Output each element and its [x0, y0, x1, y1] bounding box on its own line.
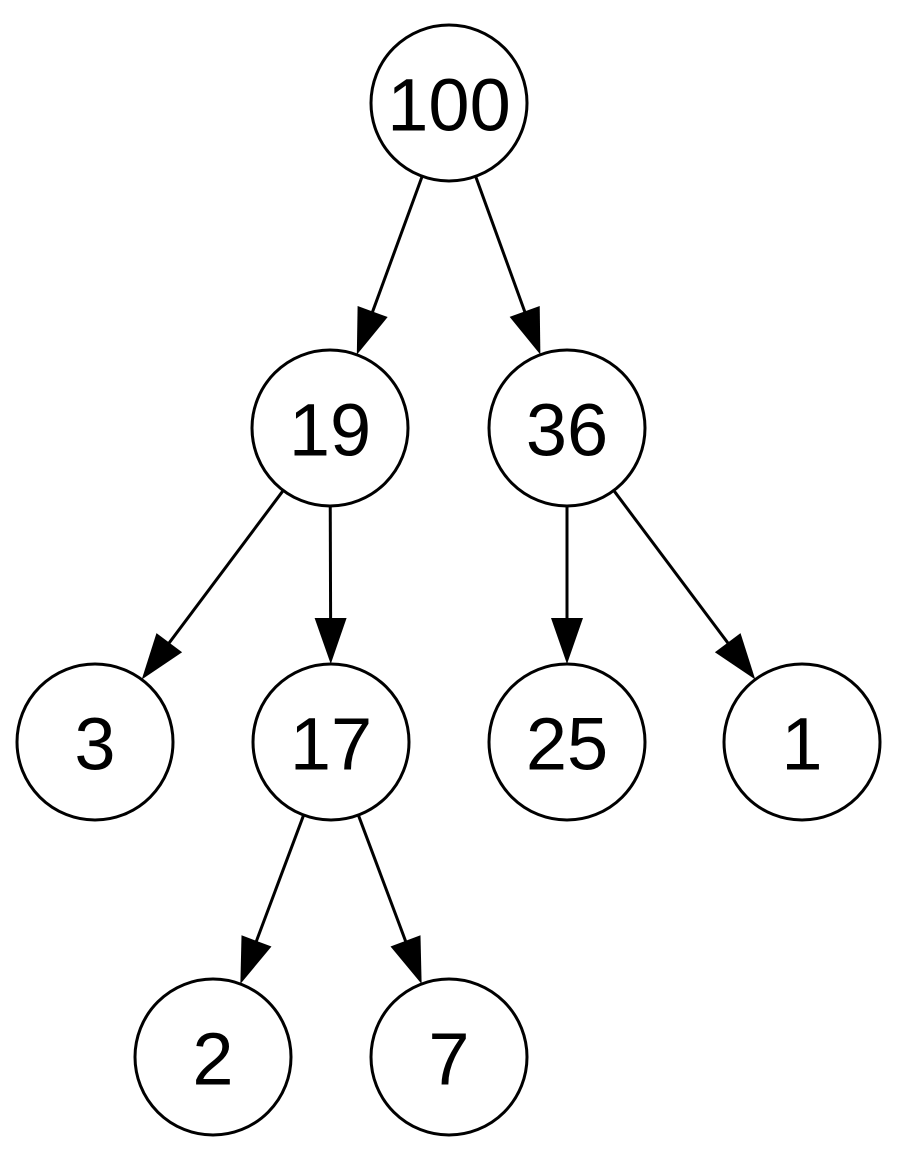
node-circle	[250, 348, 410, 508]
node-label: 36	[526, 389, 608, 472]
node-circle	[251, 662, 411, 822]
arrowhead-icon	[509, 305, 541, 355]
edge-line	[612, 489, 731, 646]
node-label: 100	[387, 64, 510, 147]
node-circle	[15, 662, 175, 822]
edge-n17-n2	[240, 814, 306, 984]
arrowhead-icon	[551, 618, 583, 664]
edge-n100-n19	[356, 175, 424, 355]
tree-node-1: 1	[722, 662, 882, 822]
node-circle	[487, 662, 647, 822]
tree-node-19: 19	[250, 348, 410, 508]
edge-line	[356, 814, 408, 944]
node-label: 19	[289, 389, 371, 472]
node-circle	[369, 23, 529, 183]
edge-n19-n17	[314, 505, 347, 665]
tree-node-7: 7	[369, 977, 529, 1137]
edge-line	[254, 814, 306, 944]
node-circle	[722, 662, 882, 822]
node-label: 1	[781, 703, 822, 786]
arrowhead-icon	[141, 633, 183, 680]
edge-n36-n1	[612, 489, 756, 680]
tree-node-3: 3	[15, 662, 175, 822]
node-label: 17	[290, 703, 372, 786]
arrowhead-icon	[314, 617, 347, 665]
edge-n36-n25	[551, 506, 583, 664]
arrowhead-icon	[356, 306, 388, 355]
node-circle	[133, 977, 293, 1137]
node-circle	[487, 348, 647, 508]
tree-node-25: 25	[487, 662, 647, 822]
tree-node-2: 2	[133, 977, 293, 1137]
tree-node-100: 100	[369, 23, 529, 183]
edge-line	[474, 175, 527, 314]
arrowhead-icon	[390, 935, 422, 984]
edges-layer	[141, 175, 756, 984]
arrowhead-icon	[240, 935, 272, 984]
edge-n19-n3	[141, 489, 285, 680]
node-label: 2	[192, 1018, 233, 1101]
edge-n100-n36	[474, 175, 541, 355]
edge-line	[370, 175, 424, 314]
node-label: 25	[526, 703, 608, 786]
node-label: 7	[428, 1018, 469, 1101]
node-circle	[369, 977, 529, 1137]
nodes-layer: 100 19 36 3 17 25 1 2 7	[15, 23, 882, 1137]
node-label: 3	[74, 703, 115, 786]
tree-node-17: 17	[251, 662, 411, 822]
tree-node-36: 36	[487, 348, 647, 508]
edge-n17-n7	[356, 814, 422, 984]
arrowhead-icon	[714, 633, 756, 680]
edge-line	[166, 489, 285, 646]
